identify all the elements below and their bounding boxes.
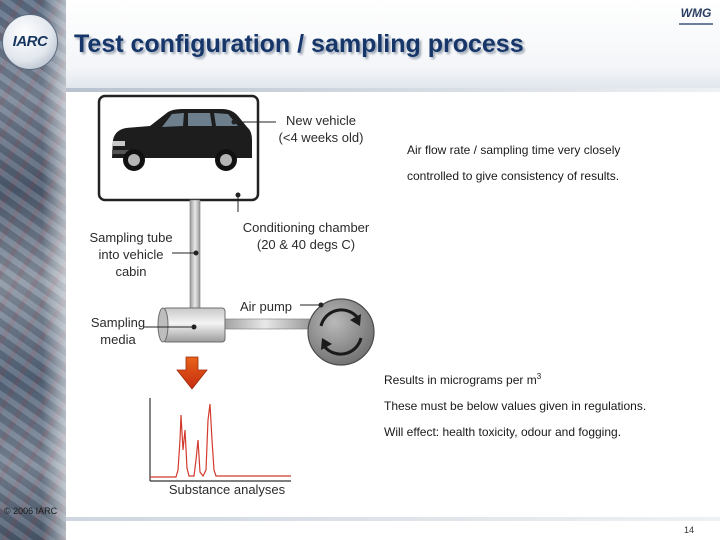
media-label-line2: media	[100, 332, 136, 347]
leader-lines	[144, 119, 324, 330]
wmg-logo-underline	[679, 23, 713, 25]
chamber-label: Conditioning chamber (20 & 40 degs C)	[232, 219, 380, 253]
vehicle-label: New vehicle (<4 weeks old)	[266, 112, 376, 146]
results-line: Results in micrograms per m3	[384, 364, 646, 393]
sidebar-fade	[42, 0, 66, 540]
substance-analysis-chart	[149, 398, 291, 482]
pump-label: Air pump	[240, 299, 293, 314]
effects-line: Will effect: health toxicity, odour and …	[384, 425, 622, 439]
wmg-logo-text: WMG	[680, 6, 712, 20]
header-rule	[66, 88, 720, 92]
wmg-logo: WMG	[676, 4, 716, 34]
page-title: Test configuration / sampling process	[74, 30, 524, 58]
iarc-logo: IARC	[2, 14, 58, 70]
airflow-note-line1: Air flow rate / sampling time very close…	[407, 143, 621, 157]
air-pump-icon	[307, 298, 375, 366]
vehicle-label-line1: New vehicle	[285, 113, 357, 128]
tube-label-line3: cabin	[115, 264, 147, 279]
results-prefix: Results in micrograms per m	[384, 373, 537, 387]
pump-pipe	[219, 318, 311, 330]
regulations-line: These must be below values given in regu…	[384, 399, 647, 413]
results-superscript: 3	[536, 372, 542, 381]
sampling-media-cylinder	[157, 307, 226, 343]
iarc-logo-text: IARC	[12, 33, 48, 50]
chamber-label-line2: (20 & 40 degs C)	[256, 237, 356, 252]
page-number: 14	[684, 525, 695, 535]
down-arrow-icon	[176, 356, 208, 390]
header-strip	[66, 0, 720, 92]
vehicle-icon	[112, 109, 252, 171]
media-label: Sampling media	[82, 314, 154, 348]
tube-label-line1: Sampling tube	[89, 230, 173, 245]
airflow-note: Air flow rate / sampling time very close…	[407, 137, 620, 189]
tube-label-line2: into vehicle	[98, 247, 164, 262]
airflow-note-line2: controlled to give consistency of result…	[407, 169, 620, 183]
analysis-label: Substance analyses	[168, 482, 286, 497]
vehicle-label-line2: (<4 weeks old)	[278, 130, 364, 145]
decorative-sidebar	[0, 0, 66, 540]
copyright-text: © 2006 IARC	[4, 506, 58, 516]
results-note: Results in micrograms per m3 These must …	[384, 364, 646, 445]
chamber-label-line1: Conditioning chamber	[242, 220, 370, 235]
media-label-line1: Sampling	[90, 315, 146, 330]
tube-label: Sampling tube into vehicle cabin	[78, 229, 184, 280]
footer-rule	[66, 517, 720, 521]
